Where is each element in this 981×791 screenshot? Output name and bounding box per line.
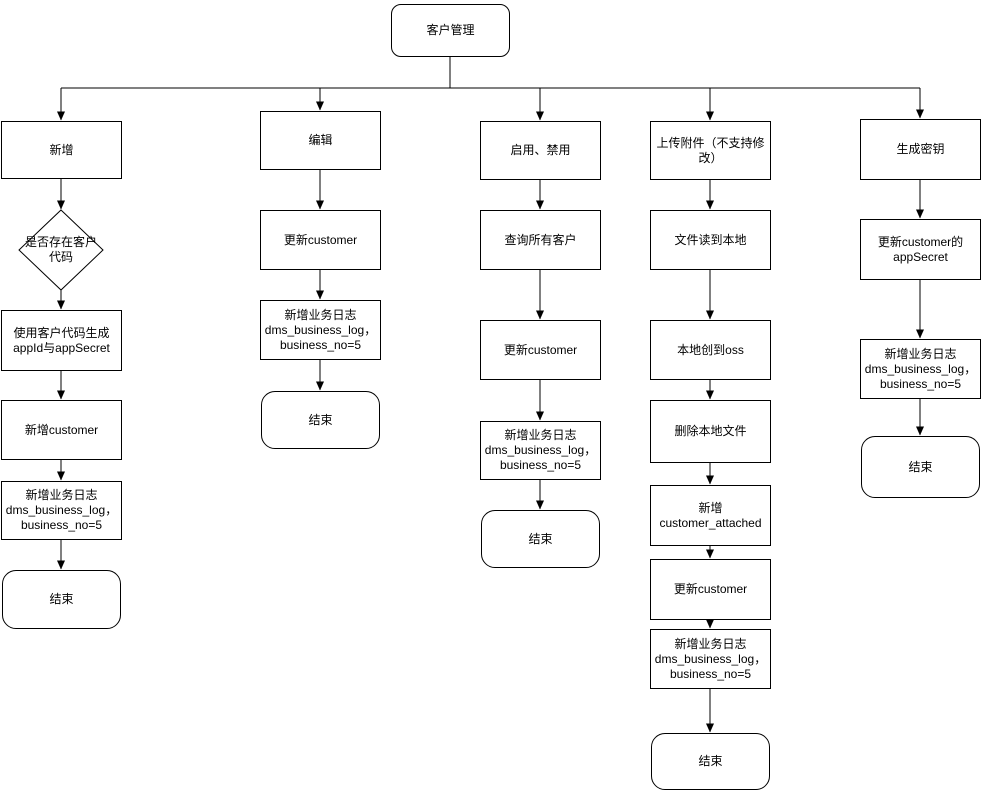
node-customer-management: 客户管理 <box>391 4 510 57</box>
node-add-business-log-4: 新增业务日志 dms_business_log， business_no=5 <box>650 629 771 689</box>
node-insert-customer-attached: 新增 customer_attached <box>650 485 771 546</box>
node-add-business-log-1: 新增业务日志 dms_business_log， business_no=5 <box>1 481 122 540</box>
node-delete-local-file: 删除本地文件 <box>650 400 771 463</box>
node-add-business-log-5: 新增业务日志 dms_business_log， business_no=5 <box>860 339 981 399</box>
node-edit: 编辑 <box>260 111 381 170</box>
node-read-file-to-local: 文件读到本地 <box>650 210 771 270</box>
node-end-3: 结束 <box>481 510 600 568</box>
node-end-2: 结束 <box>261 391 380 449</box>
node-update-customer-appsecret: 更新customer的 appSecret <box>860 219 981 280</box>
node-end-5: 结束 <box>861 436 980 498</box>
node-query-all-customers: 查询所有客户 <box>480 210 601 270</box>
node-end-1: 结束 <box>2 570 121 629</box>
node-add-business-log-3: 新增业务日志 dms_business_log， business_no=5 <box>480 421 601 480</box>
node-has-customer-code-decision: 是否存在客户 代码 <box>24 235 97 264</box>
node-update-customer-attachment: 更新customer <box>650 559 771 620</box>
node-update-customer-edit: 更新customer <box>260 210 381 270</box>
node-local-create-to-oss: 本地创到oss <box>650 320 771 380</box>
node-generate-secret: 生成密钥 <box>860 119 981 180</box>
node-end-4: 结束 <box>651 733 770 790</box>
node-generate-appid-appsecret: 使用客户代码生成 appId与appSecret <box>1 310 122 371</box>
node-add: 新增 <box>1 121 122 179</box>
decision-diamond-shape <box>18 209 104 291</box>
node-add-business-log-2: 新增业务日志 dms_business_log， business_no=5 <box>260 300 381 360</box>
node-enable-disable: 启用、禁用 <box>480 121 601 180</box>
node-upload-attachment: 上传附件（不支持修 改） <box>650 121 771 180</box>
node-update-customer-enable: 更新customer <box>480 320 601 380</box>
node-insert-customer: 新增customer <box>1 400 122 460</box>
